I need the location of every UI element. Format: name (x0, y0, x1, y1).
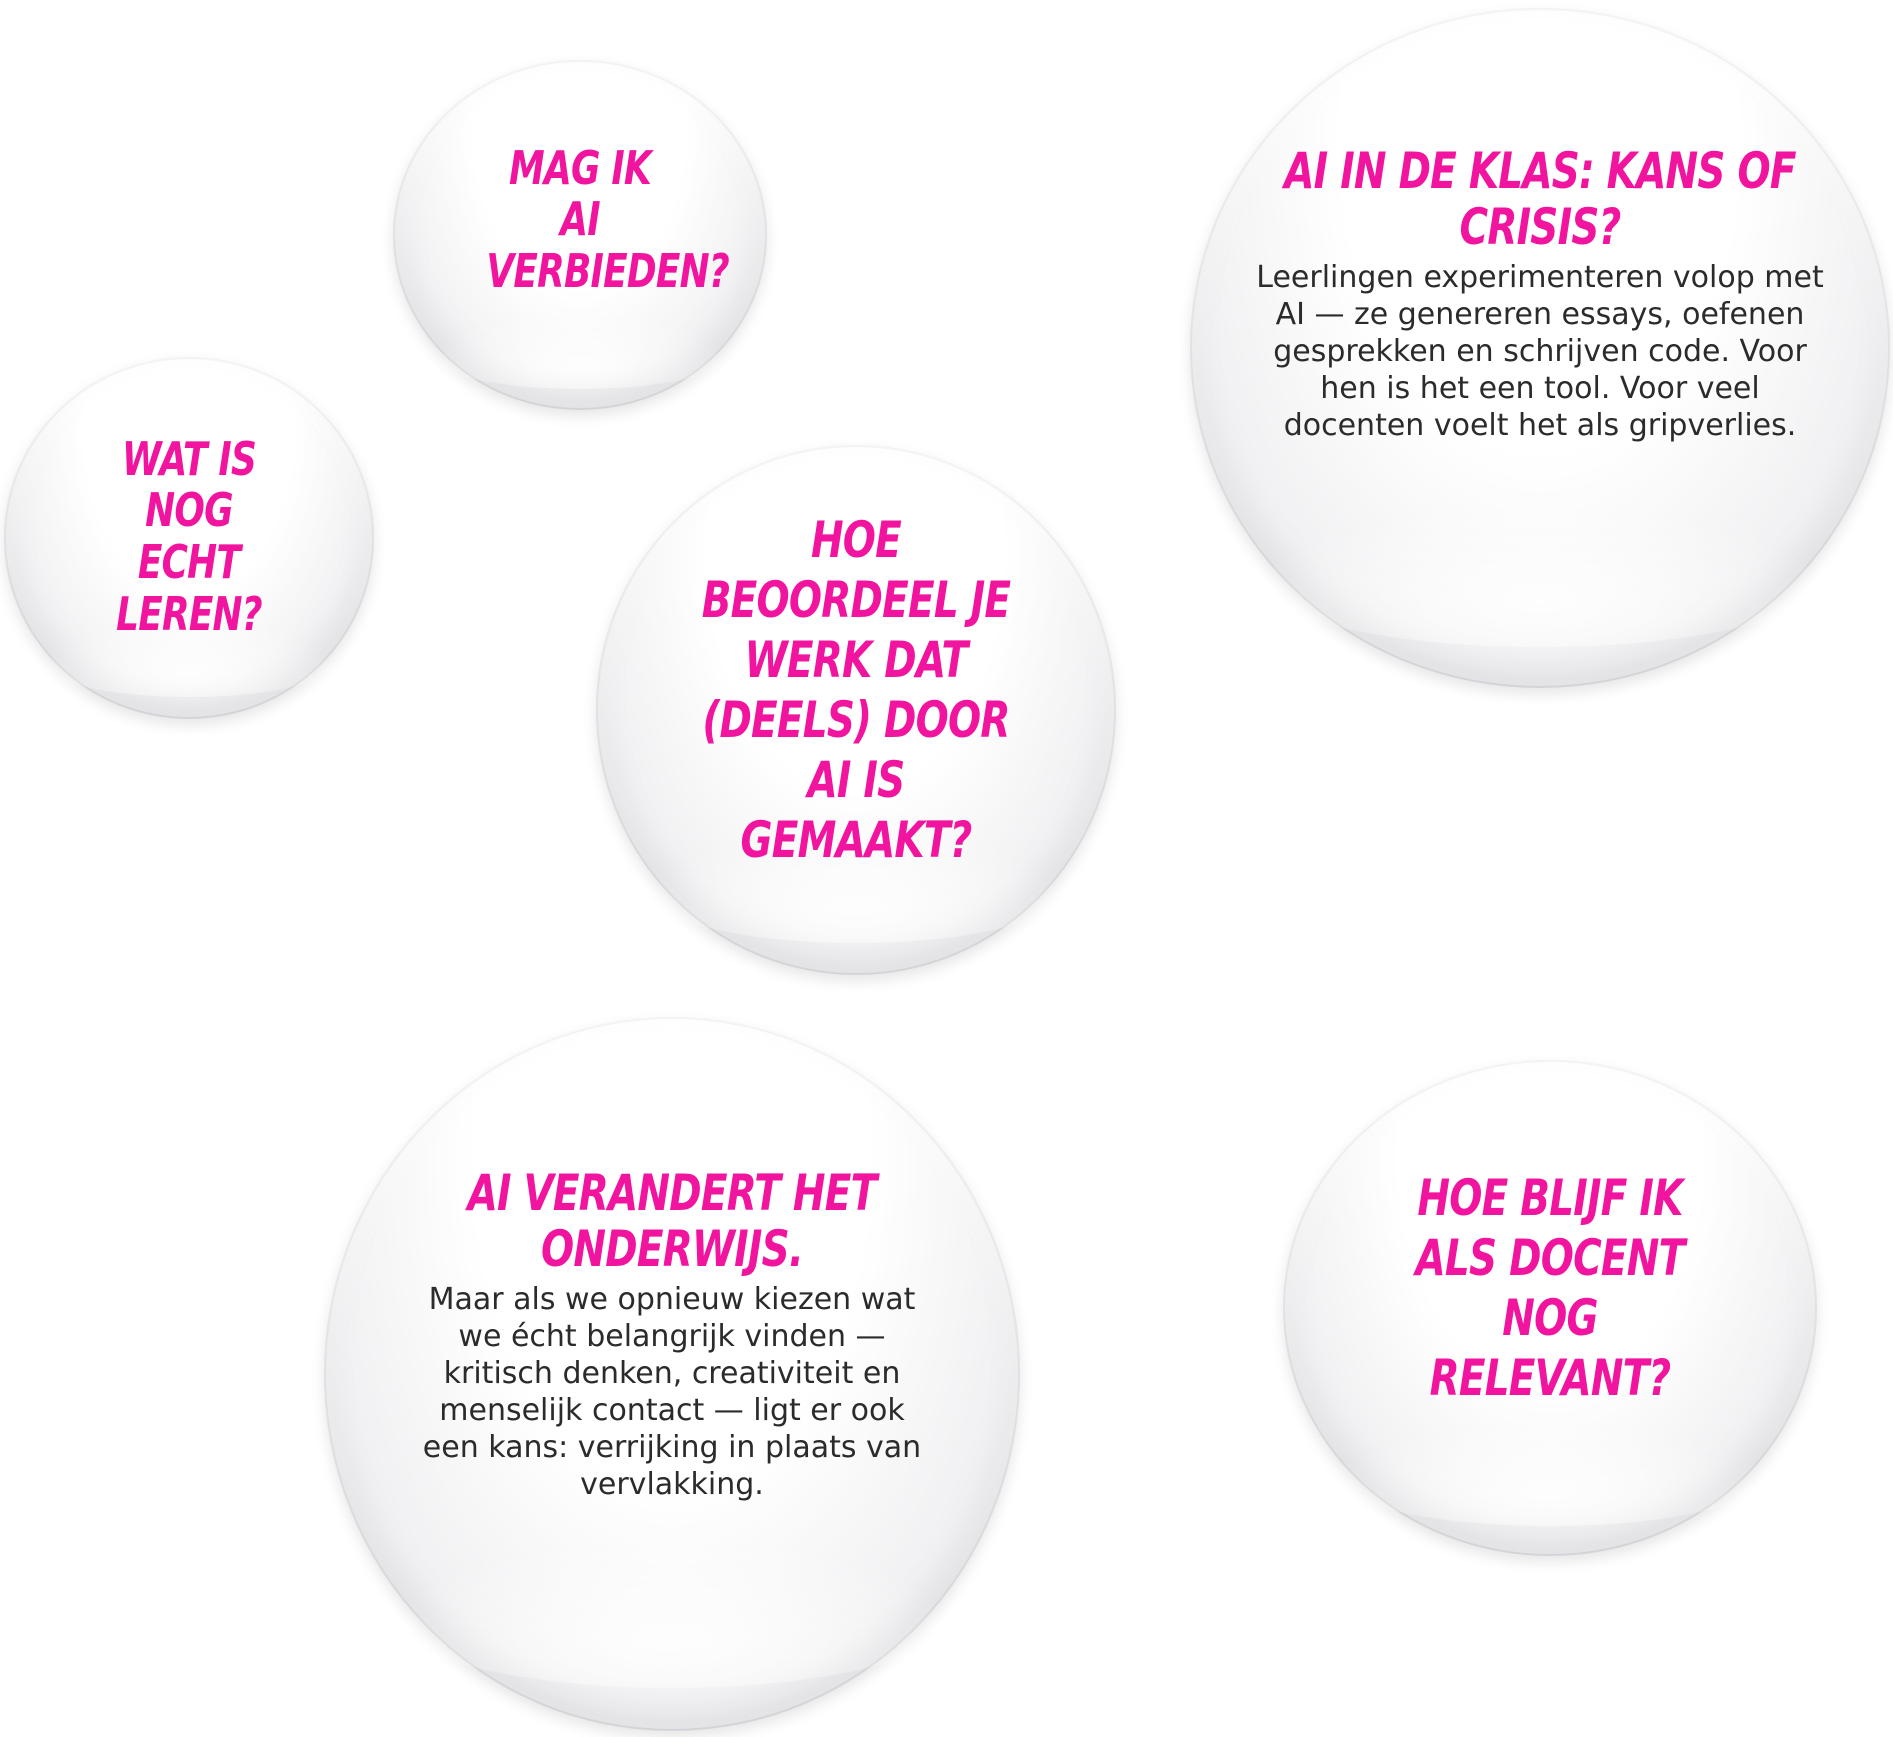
bubble-mag-ik-ai-verbieden: MAG IK AI VERBIEDEN? (393, 60, 767, 410)
bubble-title: AI IN DE KLAS: KANS OF CRISIS? (1284, 141, 1796, 256)
bubble-ai-in-de-klas: AI IN DE KLAS: KANS OF CRISIS? Leerlinge… (1190, 8, 1890, 688)
bubble-body-text: Leerlingen experimenteren volop met AI —… (1256, 259, 1824, 443)
bubble-ai-verandert: AI VERANDERT HET ONDERWIJS. Maar als we … (324, 1017, 1020, 1731)
bubble-hoe-blijf-ik: HOE BLIJF IK ALS DOCENT NOG RELEVANT? (1283, 1060, 1817, 1556)
bubble-title: WAT IS NOG ECHT LEREN? (116, 431, 262, 641)
bubble-title: HOE BEOORDEEL JE WERK DAT (DEELS) DOOR A… (701, 511, 1011, 869)
bubble-wat-is-nog-echt-leren: WAT IS NOG ECHT LEREN? (4, 357, 374, 719)
bubble-title: AI VERANDERT HET ONDERWIJS. (467, 1164, 878, 1278)
bubble-title: MAG IK AI VERBIEDEN? (486, 140, 729, 298)
bubble-hoe-beoordeel: HOE BEOORDEEL JE WERK DAT (DEELS) DOOR A… (596, 445, 1116, 975)
bubble-body-text: Maar als we opnieuw kiezen wat we écht b… (422, 1282, 922, 1502)
bubble-title: HOE BLIJF IK ALS DOCENT NOG RELEVANT? (1415, 1169, 1686, 1407)
